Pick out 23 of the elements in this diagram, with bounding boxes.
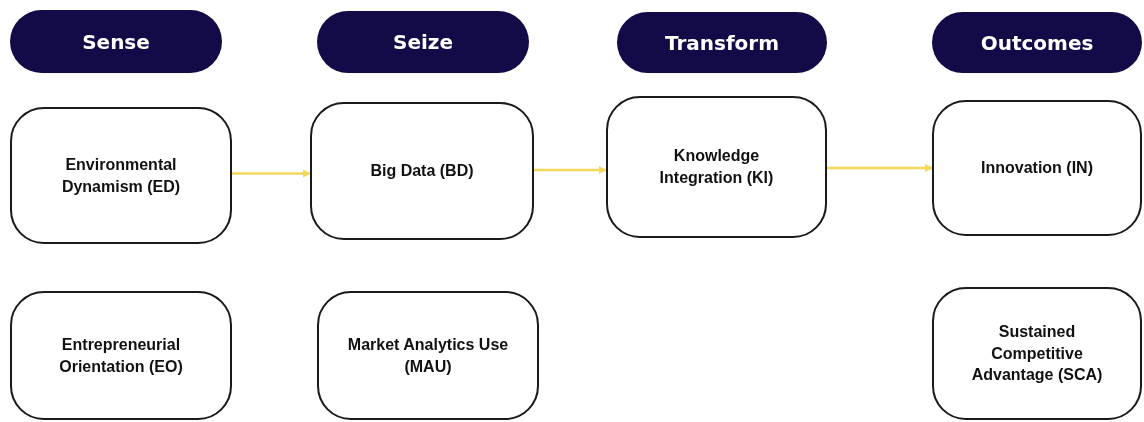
concept-label: Innovation (IN) [981,158,1093,179]
stage-title: Sense [82,28,150,56]
concept-label: Entrepreneurial Orientation (EO) [58,334,184,377]
concept-box [932,100,1142,236]
stage-header-pill [932,12,1142,73]
concept-box [10,291,232,420]
arrow [232,169,311,178]
stage-title: Outcomes [980,29,1094,57]
arrow [534,166,607,174]
concept-label: Environmental Dynamism (ED) [60,154,182,197]
concept-box [317,291,539,420]
concept-box [606,96,827,238]
stage-title: Seize [393,29,453,56]
arrow [827,164,933,172]
concept-label: Market Analytics Use (MAU) [346,334,510,377]
concept-box [10,107,232,244]
concept-label: Knowledge Integration (KI) [658,146,775,188]
stage-header-pill [617,12,827,73]
concept-box [932,287,1142,420]
concept-box [310,102,534,240]
concept-label: Big Data (BD) [370,161,474,182]
stage-title: Transform [664,29,780,57]
concept-label: Sustained Competitive Advantage (SCA) [970,322,1104,386]
